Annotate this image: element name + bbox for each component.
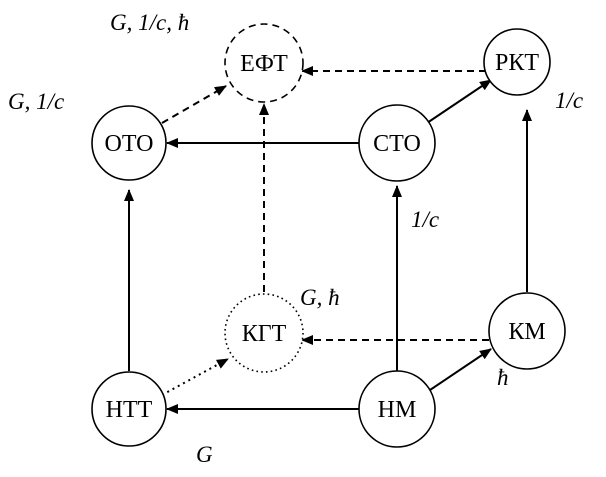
node-oto-circle bbox=[91, 105, 167, 181]
node-ntt-label: НТТ bbox=[106, 397, 153, 423]
node-oto: ОТО bbox=[91, 105, 167, 181]
label-kgt-constants: G, ħ bbox=[300, 285, 340, 310]
node-nm-circle bbox=[358, 370, 436, 448]
node-ntt-circle bbox=[91, 371, 167, 447]
node-km: КМ bbox=[488, 292, 566, 370]
node-nm-label: НМ bbox=[378, 397, 417, 423]
node-kgt-circle bbox=[224, 293, 304, 373]
node-nm: НМ bbox=[358, 370, 436, 448]
node-rkt: РКТ bbox=[483, 28, 551, 96]
edge-sto-to-rkt bbox=[426, 79, 492, 124]
node-kgt-label: КГТ bbox=[242, 321, 287, 347]
edges bbox=[124, 66, 532, 414]
node-km-circle bbox=[488, 292, 566, 370]
node-rkt-circle bbox=[483, 28, 551, 96]
node-sto: СТО bbox=[358, 104, 436, 182]
label-eft-constants: G, 1/c, ħ bbox=[110, 10, 189, 35]
node-eft-label: ЕФТ bbox=[240, 51, 288, 77]
node-eft-circle bbox=[224, 23, 304, 103]
edge-oto-to-eft bbox=[161, 85, 227, 124]
edge-nm-to-km bbox=[429, 348, 492, 391]
label-km-constant: ħ bbox=[497, 365, 509, 390]
node-sto-circle bbox=[358, 104, 436, 182]
label-sto-constant: 1/c bbox=[411, 207, 439, 232]
label-ntt-constant: G bbox=[196, 442, 213, 467]
node-oto-label: ОТО bbox=[104, 131, 153, 157]
node-eft: ЕФТ bbox=[224, 23, 304, 103]
node-sto-label: СТО bbox=[373, 131, 421, 157]
node-ntt: НТТ bbox=[91, 371, 167, 447]
label-rkt-constant: 1/c bbox=[555, 88, 583, 113]
node-kgt: КГТ bbox=[224, 293, 304, 373]
node-rkt-label: РКТ bbox=[495, 50, 539, 76]
node-km-label: КМ bbox=[508, 319, 545, 345]
edge-ntt-to-kgt bbox=[161, 358, 229, 396]
label-oto-constants: G, 1/c bbox=[8, 89, 64, 114]
